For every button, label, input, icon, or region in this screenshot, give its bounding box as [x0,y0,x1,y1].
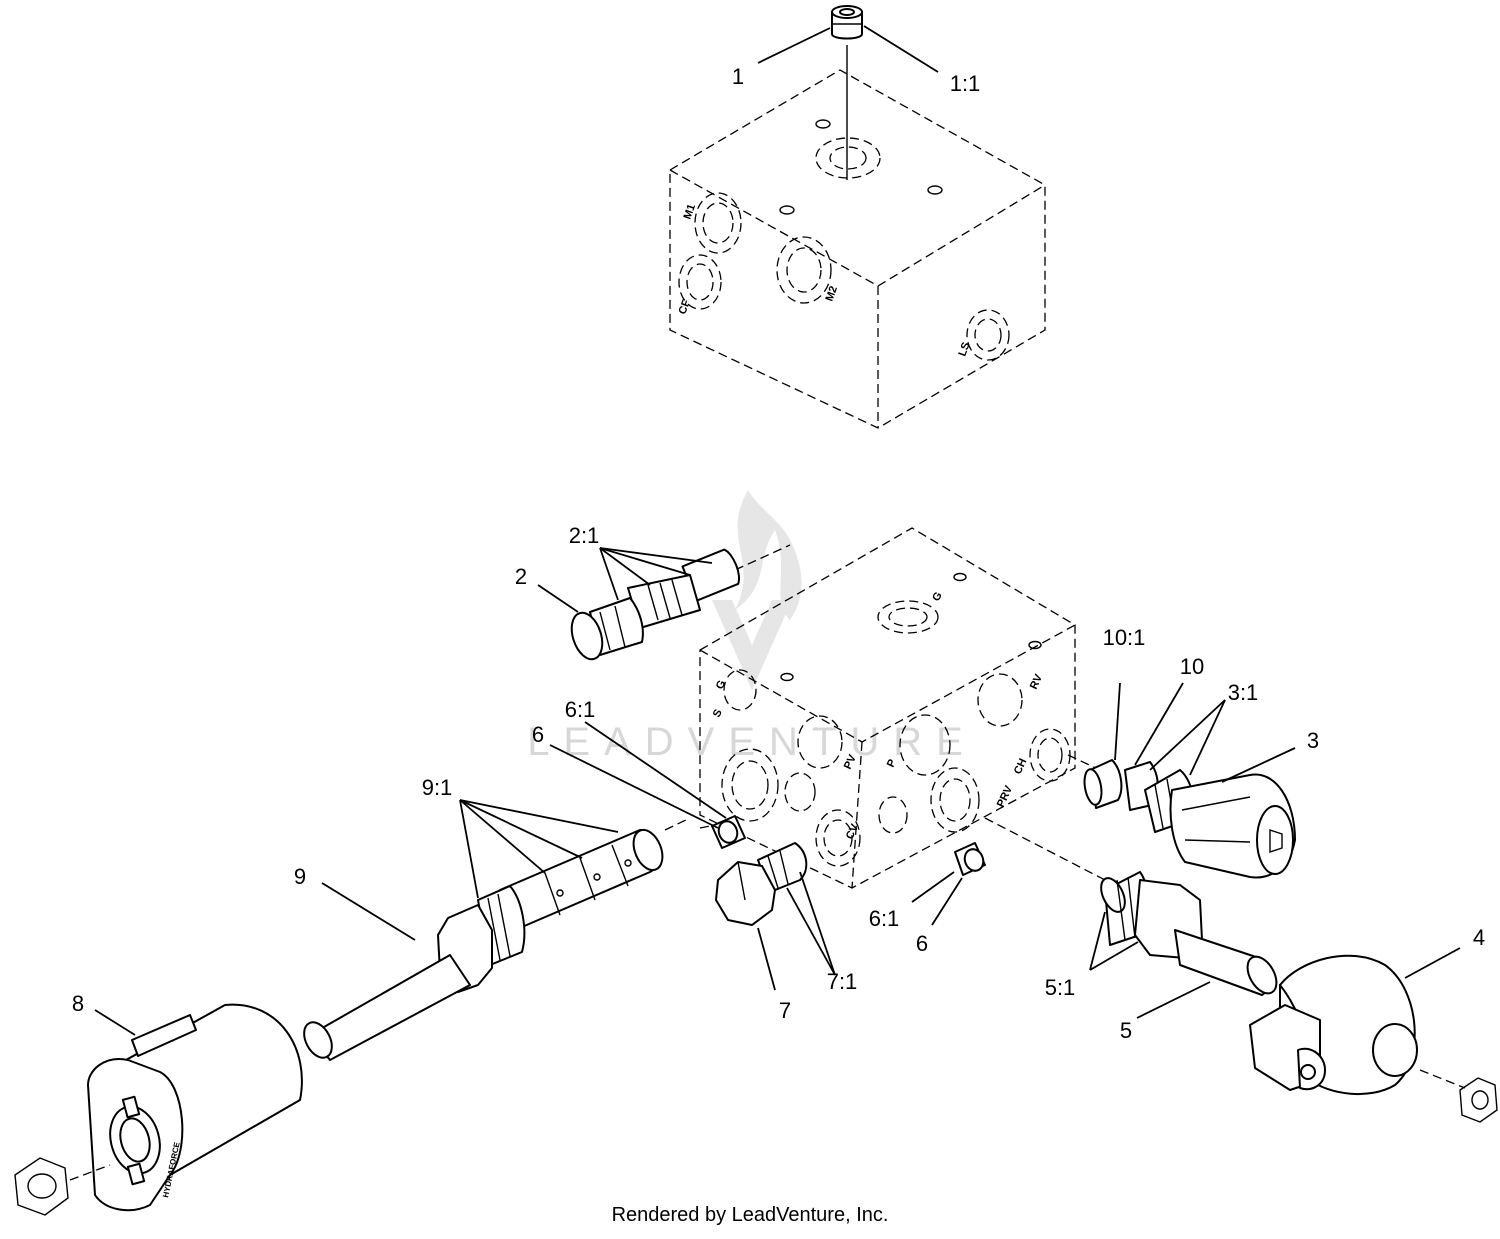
callout-6-1-left: 6:1 [565,697,596,722]
callout-6-right: 6 [916,931,928,956]
part-3-cartridge [1067,754,1296,879]
port-label-ls: LS [957,341,973,358]
callout-7-1: 7:1 [827,969,858,994]
right-nut [1419,1069,1498,1123]
callout-4: 4 [1473,925,1485,950]
callout-10: 10 [1180,654,1204,679]
callout-5: 5 [1120,1018,1132,1043]
part-6-plug-right [954,842,986,876]
callout-1-1: 1:1 [950,71,981,96]
part-8-coil: HYDRAFORCE [87,1003,303,1212]
port-label-prv: PRV [995,783,1016,809]
port-label-cf: CF [677,298,693,316]
callout-6-left: 6 [532,722,544,747]
port-label-p: P [885,758,899,770]
part-9-cartridge [303,817,691,1061]
part-7-plug [715,842,808,926]
port-label-cv: CV [844,822,862,842]
callout-1: 1 [732,64,744,89]
callout-9: 9 [294,864,306,889]
callout-6-1-right: 6:1 [869,906,900,931]
callout-10-1: 10:1 [1103,625,1146,650]
callout-3: 3 [1307,728,1319,753]
port-label-rv: RV [1028,672,1046,691]
port-label-g: G [714,678,728,691]
callout-labels: 1 1:1 2 2:1 10:1 10 3:1 3 4 5:1 5 6:1 6 … [72,64,1485,1043]
part-5-solenoid-valve [984,817,1278,996]
part-6-plug-left [699,815,746,849]
watermark-text: LEADVENTURE [527,720,977,764]
callout-3-1: 3:1 [1228,680,1259,705]
port-label-g-top: G [930,590,945,603]
callout-5-1: 5:1 [1045,975,1076,1000]
render-credit: Rendered by LeadVenture, Inc. [611,1204,889,1226]
part-4-coil [1249,954,1418,1096]
callout-2: 2 [515,564,527,589]
callout-7: 7 [779,998,791,1023]
part-1-plug [831,5,863,40]
callout-2-1: 2:1 [569,523,600,548]
callout-9-1: 9:1 [422,775,453,800]
part-2-cartridge [570,544,791,661]
callout-8: 8 [72,991,84,1016]
port-label-ch: CH [1012,757,1030,777]
leader-lines [94,25,1461,1036]
port-label-m2: M2 [824,285,841,303]
upper-manifold-block: M1 CF M2 LS [669,45,1046,429]
port-label-pv: PV [842,752,859,771]
port-label-m1: M1 [682,203,699,221]
watermark: LEADVENTURE [527,490,977,764]
port-label-s: S [711,708,725,720]
left-nut [14,1157,111,1216]
